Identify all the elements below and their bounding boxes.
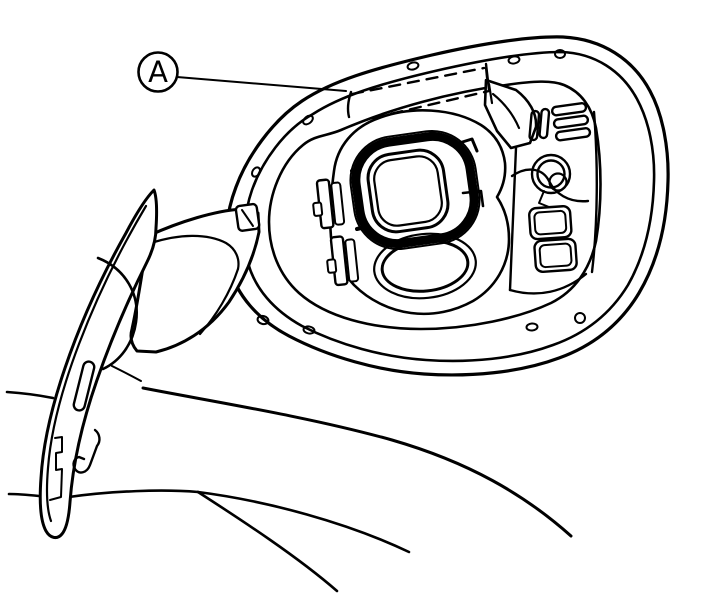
housing-recess-outline [267, 80, 602, 331]
housing-rim-holes [251, 49, 586, 335]
fender-body-lines [5, 386, 573, 593]
clip-upper-inner [330, 181, 346, 226]
callout-leader-line [176, 76, 347, 92]
vent-slot-bar [550, 102, 588, 117]
lower-socket-recess [373, 232, 477, 300]
dashed-end-tick [484, 62, 491, 92]
connector-opening-inner [373, 155, 443, 227]
rim-hole [406, 61, 420, 71]
connector-clips [312, 178, 360, 287]
vent-slot-vertical [538, 107, 551, 140]
connector-opening [366, 148, 450, 234]
recess-top-notch [346, 90, 353, 119]
port-lid [38, 188, 159, 540]
hinge-arm [129, 202, 261, 354]
lid-edge-inner-line [45, 204, 148, 523]
lock-pin [548, 172, 568, 192]
rim-hole [256, 314, 270, 326]
lid-latch-hook [72, 428, 101, 474]
body-line-left-upper [5, 390, 55, 400]
clip-upper-tab [312, 201, 324, 217]
panel-rect-lower-inner [538, 242, 573, 269]
recess-divider-right [590, 110, 598, 274]
callout-circle [137, 51, 179, 93]
rim-hole [525, 322, 539, 332]
lid-outline [38, 188, 159, 540]
sill-branch-steep [196, 490, 339, 593]
body-line-left-lower [7, 492, 41, 498]
charge-connector [312, 109, 511, 316]
lock-outer-ring [530, 153, 572, 195]
panel-rect-upper-inner [533, 209, 568, 236]
lock-stem [538, 190, 550, 208]
fender-arch-line [141, 386, 573, 538]
hinge-arm-fold-lower [198, 267, 240, 336]
rim-hole [507, 55, 521, 65]
ring-nub-upper [350, 167, 362, 173]
rim-hole [302, 325, 316, 335]
lid-slot [72, 360, 96, 412]
panel-rect-lower [533, 237, 578, 273]
sill-line [67, 489, 200, 499]
vent-slots [528, 102, 592, 142]
hinge-knuckle-line [241, 209, 254, 227]
lid-step-profile [49, 436, 63, 501]
vent-slot-bar [552, 114, 590, 129]
dashed-line-upper [350, 66, 486, 96]
clip-lower-tab [326, 258, 338, 274]
latch-striker [483, 66, 538, 150]
lid-hinge-boss [96, 256, 138, 371]
ring-tab-right [461, 189, 485, 208]
clip-lower-inner [344, 238, 360, 283]
panel-rect-upper [528, 205, 573, 241]
rim-hole [302, 114, 314, 126]
recess-bottom-line [508, 272, 588, 295]
recess-divider-left [508, 146, 518, 292]
ring-tab-top [454, 137, 479, 153]
vent-slot-vertical [528, 109, 541, 142]
callout-label: A [148, 55, 168, 89]
rim-hole [554, 49, 566, 59]
rim-hole [574, 312, 586, 324]
accessory-rectangles [528, 205, 578, 273]
vent-slot-bar [554, 127, 592, 142]
ring-nub-lower [355, 225, 367, 231]
lid-face-line [111, 365, 142, 382]
connector-ring-contour [349, 129, 481, 251]
hinge-arm-fold-upper [149, 234, 240, 271]
sill-branch-shallow [196, 490, 411, 554]
lock-actuator [530, 153, 572, 208]
rim-hole [251, 166, 261, 178]
latch-fold-line [491, 92, 521, 130]
callout-a: A [137, 51, 347, 93]
lower-socket-oval [380, 239, 470, 293]
